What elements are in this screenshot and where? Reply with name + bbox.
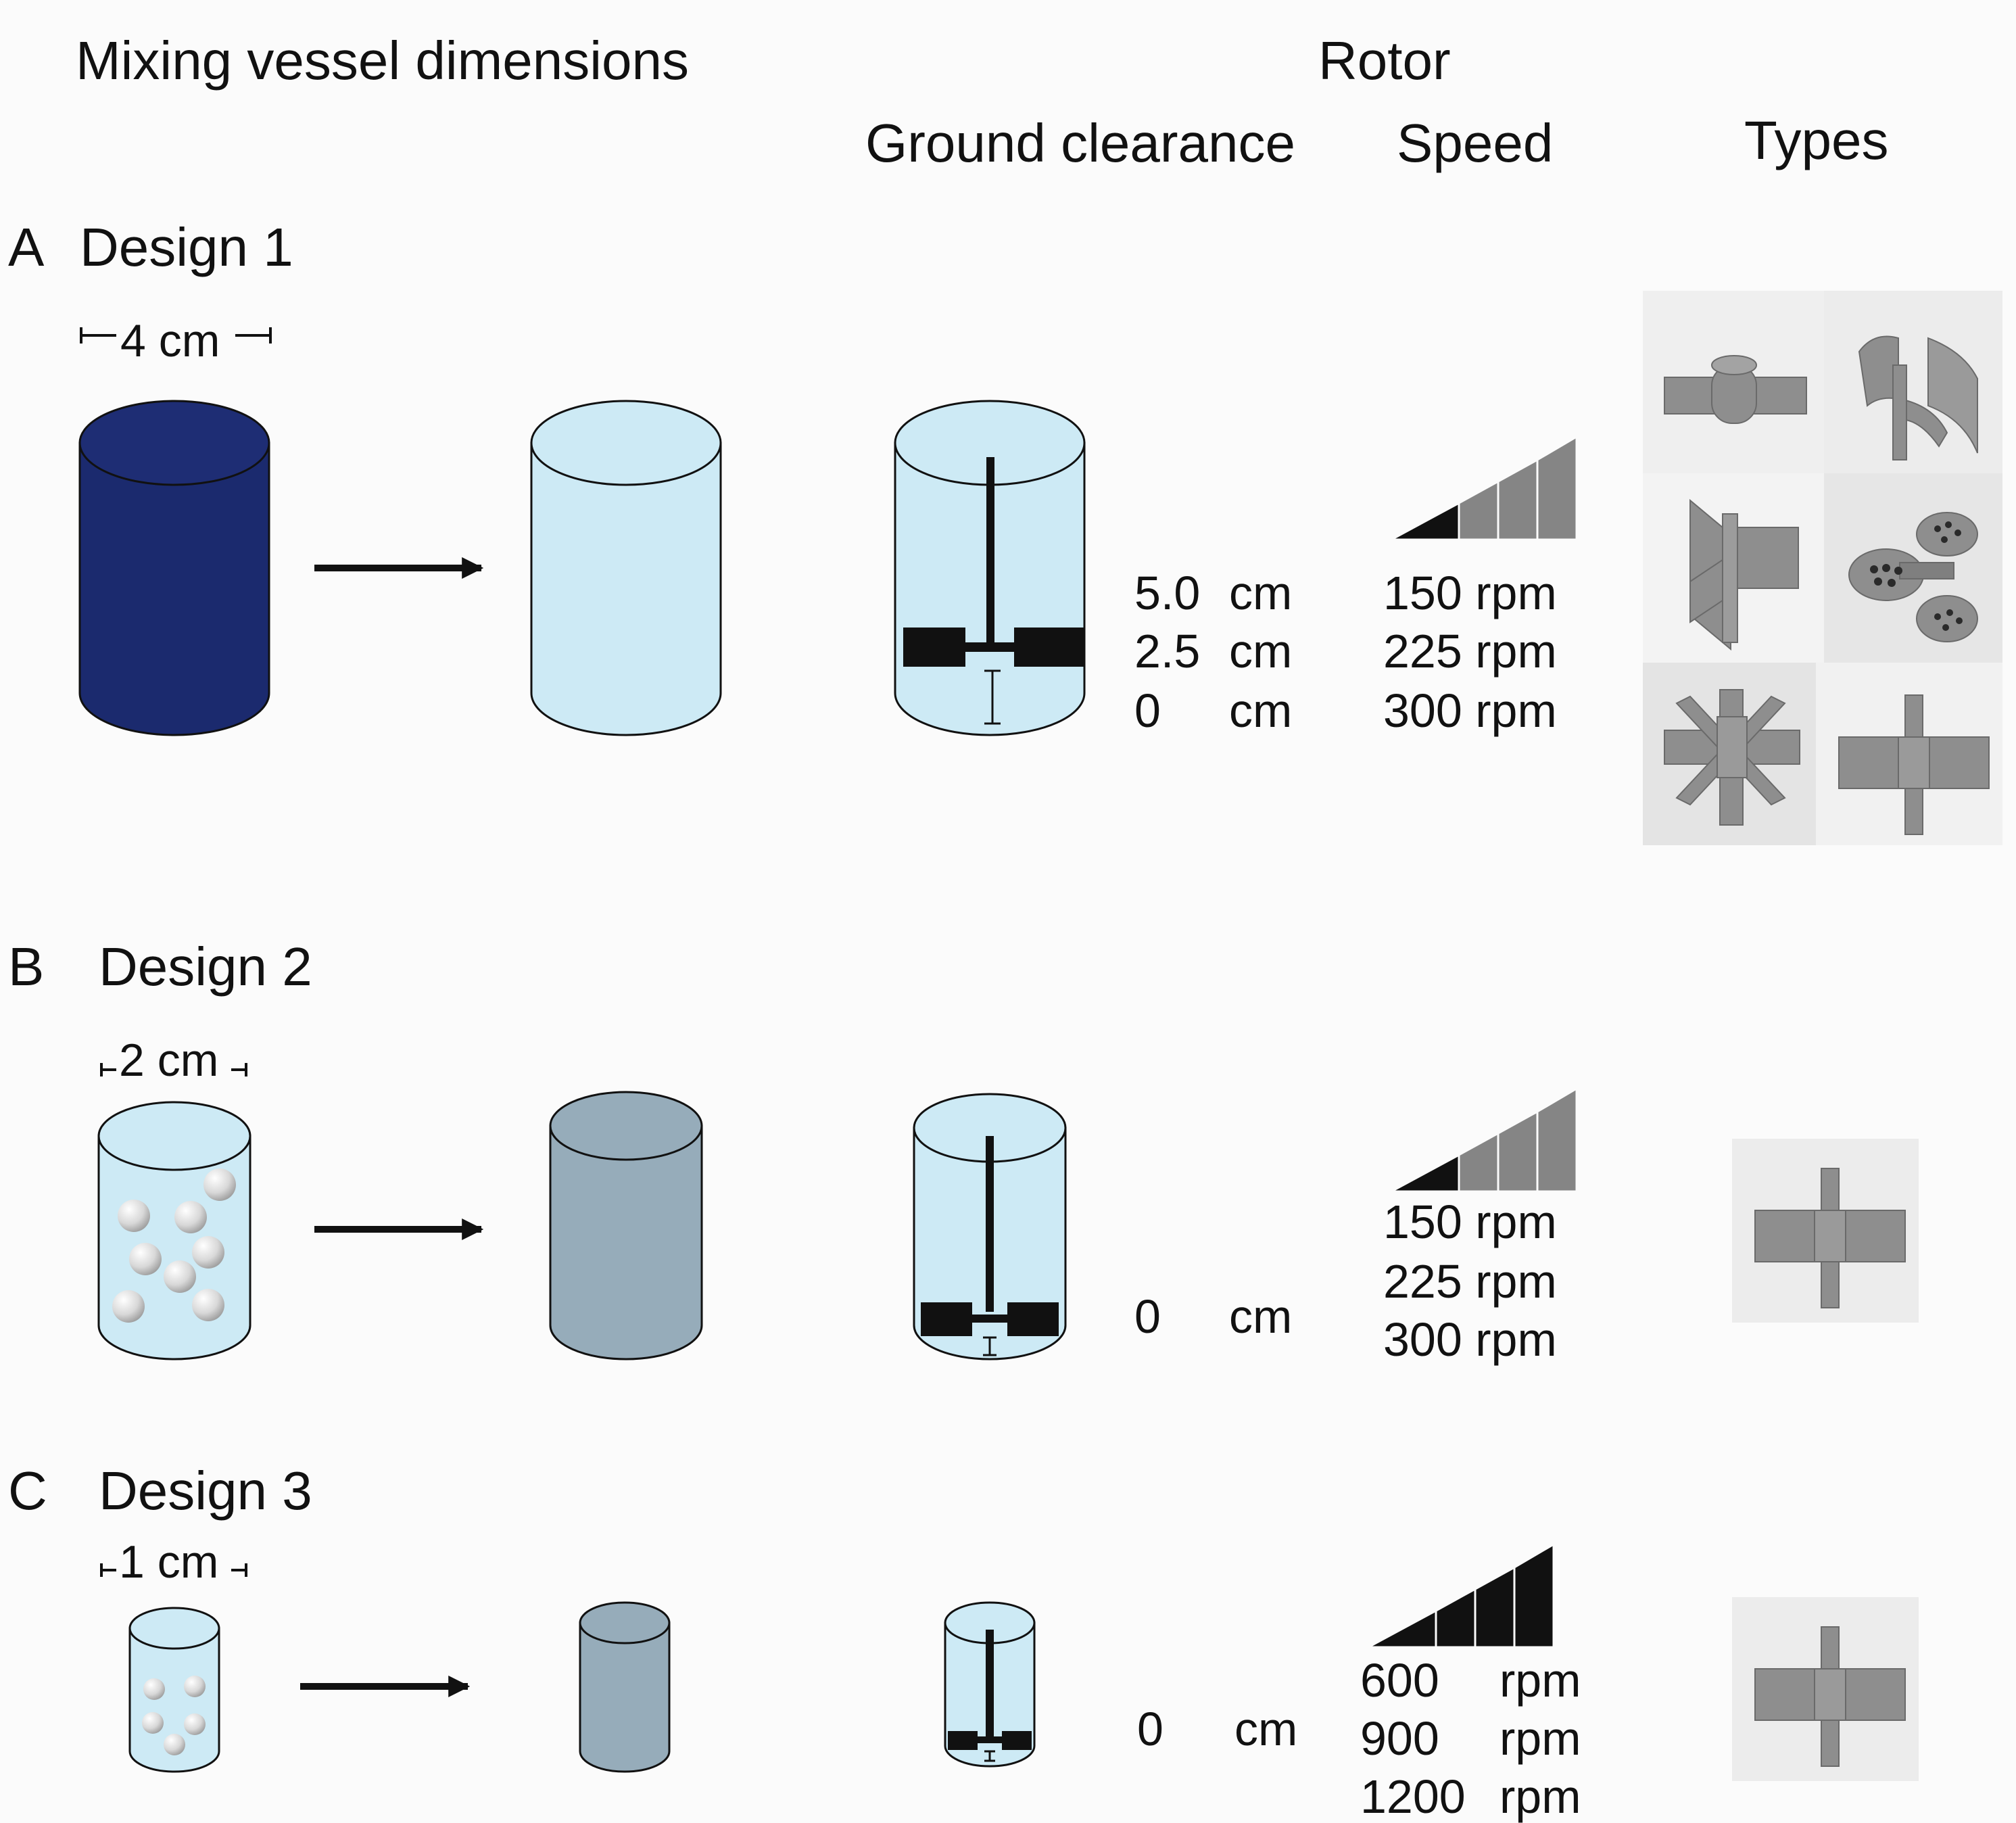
panel-c-diameter-label: 1 cm bbox=[119, 1536, 219, 1588]
panel-c-diameter-bracket bbox=[100, 1563, 247, 1577]
panel-a-speed-2: 225 rpm bbox=[1383, 625, 1557, 678]
panel-b-diameter-label: 2 cm bbox=[119, 1035, 219, 1086]
panel-b-spheres bbox=[112, 1168, 236, 1323]
panel-c-speed-unit-3: rpm bbox=[1499, 1770, 1581, 1823]
panel-b-speed-2: 225 rpm bbox=[1383, 1255, 1557, 1308]
panel-c-spheres bbox=[142, 1676, 206, 1755]
panel-c-clearance-unit: cm bbox=[1234, 1703, 1298, 1755]
panel-a-letter: A bbox=[8, 217, 45, 277]
panel-b-title: Design 2 bbox=[99, 937, 312, 997]
panel-b-speed-3: 300 rpm bbox=[1383, 1313, 1557, 1366]
panel-a-title: Design 1 bbox=[80, 217, 293, 277]
panel-c-speed-value-1: 600 bbox=[1360, 1654, 1439, 1707]
panel-c-rotor-schematic bbox=[944, 1601, 1036, 1768]
panel-a-liquid-vessel bbox=[530, 400, 722, 736]
panel-a-clearance-unit-2: cm bbox=[1229, 625, 1293, 678]
panel-a-clearance-unit-3: cm bbox=[1229, 684, 1293, 737]
panel-c-speed-unit-1: rpm bbox=[1499, 1654, 1581, 1707]
panel-a-clearance-value-3: 0 bbox=[1134, 684, 1161, 737]
panel-a-rotor-schematic bbox=[894, 400, 1086, 736]
rotor-four-blade-icon bbox=[1838, 694, 1990, 835]
panel-b-rotor-type-four-blade-icon bbox=[1732, 1139, 1919, 1323]
rotor-flat-blade-icon bbox=[1664, 355, 1807, 424]
panel-c-title: Design 3 bbox=[99, 1461, 312, 1521]
panel-b-sphere-vessel bbox=[97, 1101, 251, 1360]
rotor-three-blade-icon bbox=[1689, 498, 1799, 651]
rotor-eight-blade-icon bbox=[1664, 689, 1800, 826]
panel-a-speed-bars bbox=[1391, 435, 1578, 541]
panel-a-speed-3: 300 rpm bbox=[1383, 684, 1557, 737]
panel-c-rotor-type-four-blade-icon bbox=[1732, 1597, 1919, 1781]
panel-c-speed-value-3: 1200 bbox=[1360, 1770, 1466, 1823]
header-rotor: Rotor bbox=[1318, 30, 1451, 91]
panel-a-clearance-unit-1: cm bbox=[1229, 567, 1293, 619]
panel-a-diameter-bracket bbox=[80, 327, 272, 344]
panel-b-letter: B bbox=[8, 937, 45, 997]
panel-a-clearance-value-2: 2.5 bbox=[1134, 625, 1201, 678]
panel-b-speed-bars bbox=[1391, 1087, 1578, 1193]
header-speed: Speed bbox=[1397, 113, 1554, 173]
rotor-curved-blade-icon bbox=[1858, 335, 1978, 460]
header-types: Types bbox=[1744, 110, 1889, 170]
panel-c-speed-unit-2: rpm bbox=[1499, 1712, 1581, 1765]
panel-b-clearance-unit: cm bbox=[1229, 1290, 1293, 1343]
panel-b-grey-vessel bbox=[549, 1091, 703, 1360]
panel-b-rotor-schematic bbox=[913, 1093, 1067, 1360]
panel-c-speed-bars bbox=[1368, 1542, 1555, 1649]
rotor-perforated-propeller-icon bbox=[1848, 512, 1978, 642]
panel-b-diameter-bracket bbox=[100, 1063, 247, 1076]
panel-a-dark-vessel bbox=[78, 400, 270, 736]
panel-c-clearance-value: 0 bbox=[1137, 1703, 1163, 1755]
panel-b-clearance-value: 0 bbox=[1134, 1290, 1161, 1343]
panel-a-rotor-types bbox=[1643, 291, 2002, 845]
header-mixing-vessel-dimensions: Mixing vessel dimensions bbox=[76, 30, 690, 91]
panel-c-speed-value-2: 900 bbox=[1360, 1712, 1439, 1765]
panel-a-clearance-value-1: 5.0 bbox=[1134, 567, 1201, 619]
panel-c-grey-vessel bbox=[579, 1601, 671, 1773]
header-ground-clearance: Ground clearance bbox=[865, 113, 1295, 173]
panel-a-speed-1: 150 rpm bbox=[1383, 567, 1557, 619]
panel-c-sphere-vessel bbox=[128, 1607, 220, 1773]
panel-b-speed-1: 150 rpm bbox=[1383, 1195, 1557, 1248]
panel-c-letter: C bbox=[8, 1461, 47, 1521]
panel-a-diameter-label: 4 cm bbox=[120, 315, 220, 366]
